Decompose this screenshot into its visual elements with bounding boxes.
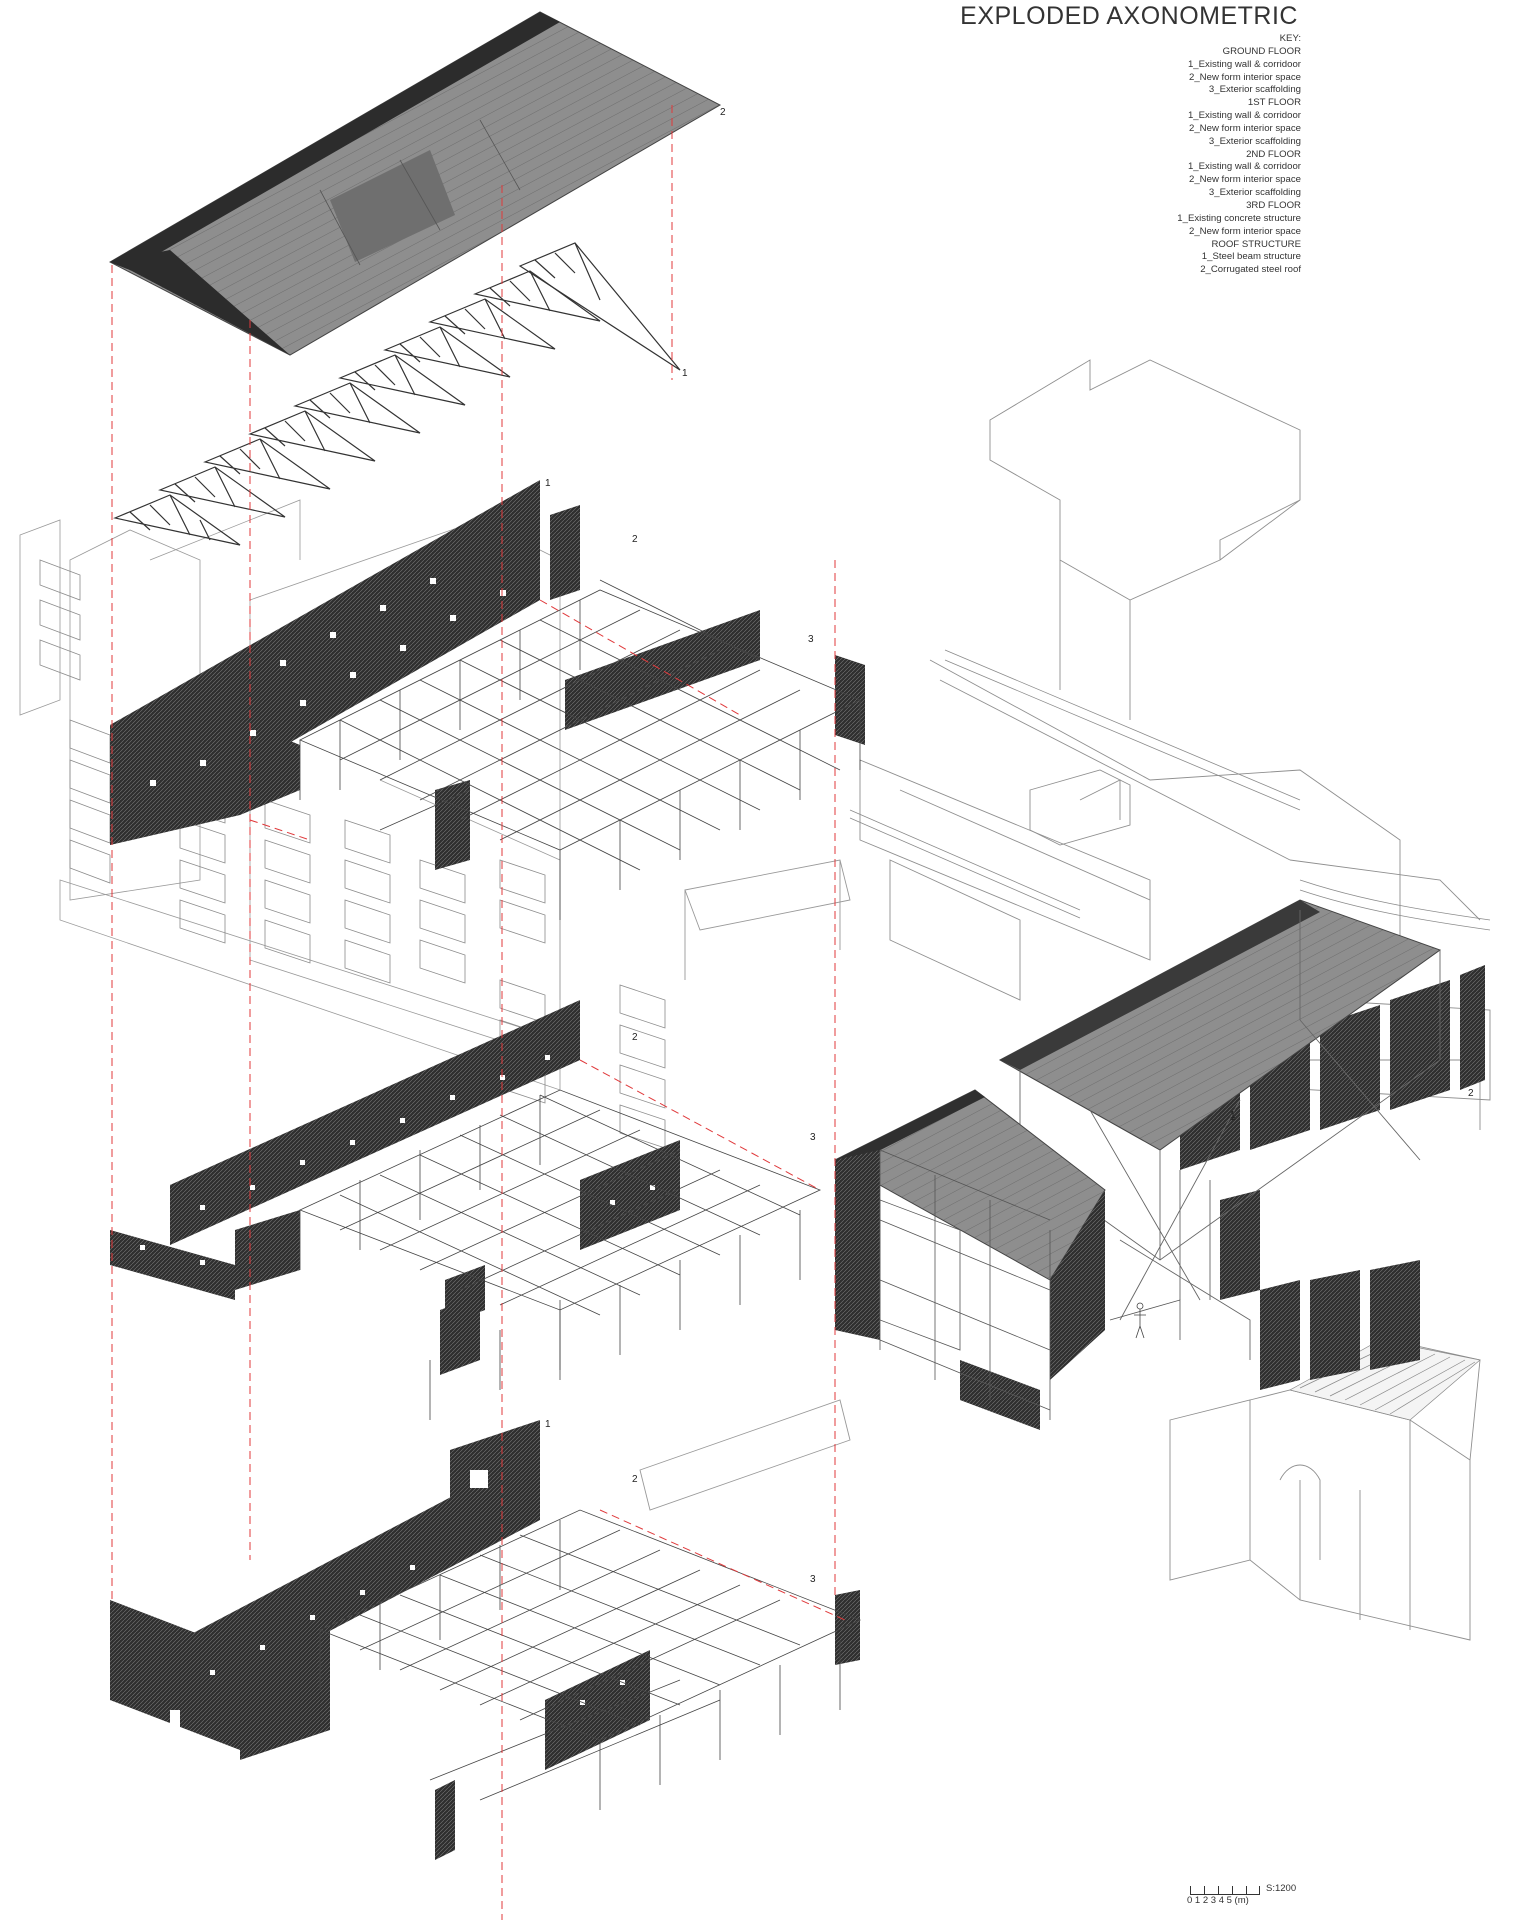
callout-fl1-3: 3 <box>810 1132 816 1143</box>
legend-item: 2_New form interior space <box>1189 174 1301 186</box>
legend-key: KEY: GROUND FLOOR 1_Existing wall & corr… <box>1041 33 1301 277</box>
context-railing <box>849 649 1491 931</box>
alignment-lines <box>111 105 846 1920</box>
legend-item: 1_Existing concrete structure <box>1177 212 1301 224</box>
assembled-gable-scaffold <box>879 1149 1181 1420</box>
second-floor-walls <box>110 480 865 870</box>
page-title: EXPLODED AXONOMETRIC <box>960 2 1298 30</box>
second-floor-window-openings <box>150 578 506 786</box>
legend-item: 2_Corrugated steel roof <box>1200 264 1301 276</box>
legend-item: 1ST FLOOR <box>1247 97 1301 109</box>
callout-fl2-3: 3 <box>808 634 814 645</box>
legend-heading: KEY: <box>1279 33 1301 44</box>
legend-item: 2_New form interior space <box>1189 71 1301 83</box>
callout-gf-3: 3 <box>810 1574 816 1585</box>
scale-ratio: S:1200 <box>1266 1883 1297 1894</box>
callout-fl2-1: 1 <box>545 478 551 489</box>
first-floor-walls <box>110 1000 680 1325</box>
human-figure <box>1134 1302 1146 1339</box>
legend-item: 1_Steel beam structure <box>1201 251 1301 263</box>
callout-gf-1: 1 <box>545 1419 551 1430</box>
callout-roof-2: 2 <box>720 107 726 118</box>
legend-item: 1_Existing wall & corridoor <box>1187 161 1301 173</box>
ground-floor-scaffold <box>318 1509 862 1810</box>
callout-fl3-2: 2 <box>1468 1088 1474 1099</box>
first-floor-window-openings <box>140 1055 655 1265</box>
first-floor-scaffold <box>298 1089 822 1420</box>
legend-item: ROOF STRUCTURE <box>1211 238 1301 250</box>
exploded-roof <box>108 11 722 356</box>
legend-item: 3_Exterior scaffolding <box>1208 135 1301 147</box>
callout-fl2-2: 2 <box>632 534 638 545</box>
legend-item: 1_Existing wall & corridoor <box>1187 58 1301 70</box>
callout-fl3-1: 1 <box>1230 1110 1236 1121</box>
assembled-gable-walls <box>835 1150 1105 1430</box>
legend-item: 3_Exterior scaffolding <box>1208 187 1301 199</box>
legend-item: GROUND FLOOR <box>1222 45 1301 57</box>
callout-gf-2: 2 <box>632 1474 638 1485</box>
legend-item: 3RD FLOOR <box>1246 199 1301 211</box>
legend-item: 2ND FLOOR <box>1246 148 1301 160</box>
legend-item: 1_Existing wall & corridoor <box>1187 110 1301 122</box>
scale-bar: S:1200 0 1 2 3 4 5 (m) <box>1180 1880 1330 1920</box>
third-floor-frame <box>639 859 851 1511</box>
first-floor-lower-panel <box>440 1295 480 1375</box>
second-floor-scaffold <box>299 579 861 920</box>
scale-numbers: 0 1 2 3 4 5 (m) <box>1187 1895 1249 1906</box>
legend-item: 3_Exterior scaffolding <box>1208 84 1301 96</box>
callout-fl1-2: 2 <box>632 1032 638 1043</box>
callouts: 2 1 1 2 3 1 2 3 1 2 3 1 2 <box>545 107 1474 1585</box>
context-buildings-right <box>859 359 1491 1130</box>
callout-roof-1: 1 <box>682 368 688 379</box>
legend-item: 2_New form interior space <box>1189 225 1301 237</box>
legend-item: 2_New form interior space <box>1189 122 1301 134</box>
scale-ticks <box>1190 1886 1260 1895</box>
callout-fl1-1: 1 <box>1230 1112 1236 1123</box>
